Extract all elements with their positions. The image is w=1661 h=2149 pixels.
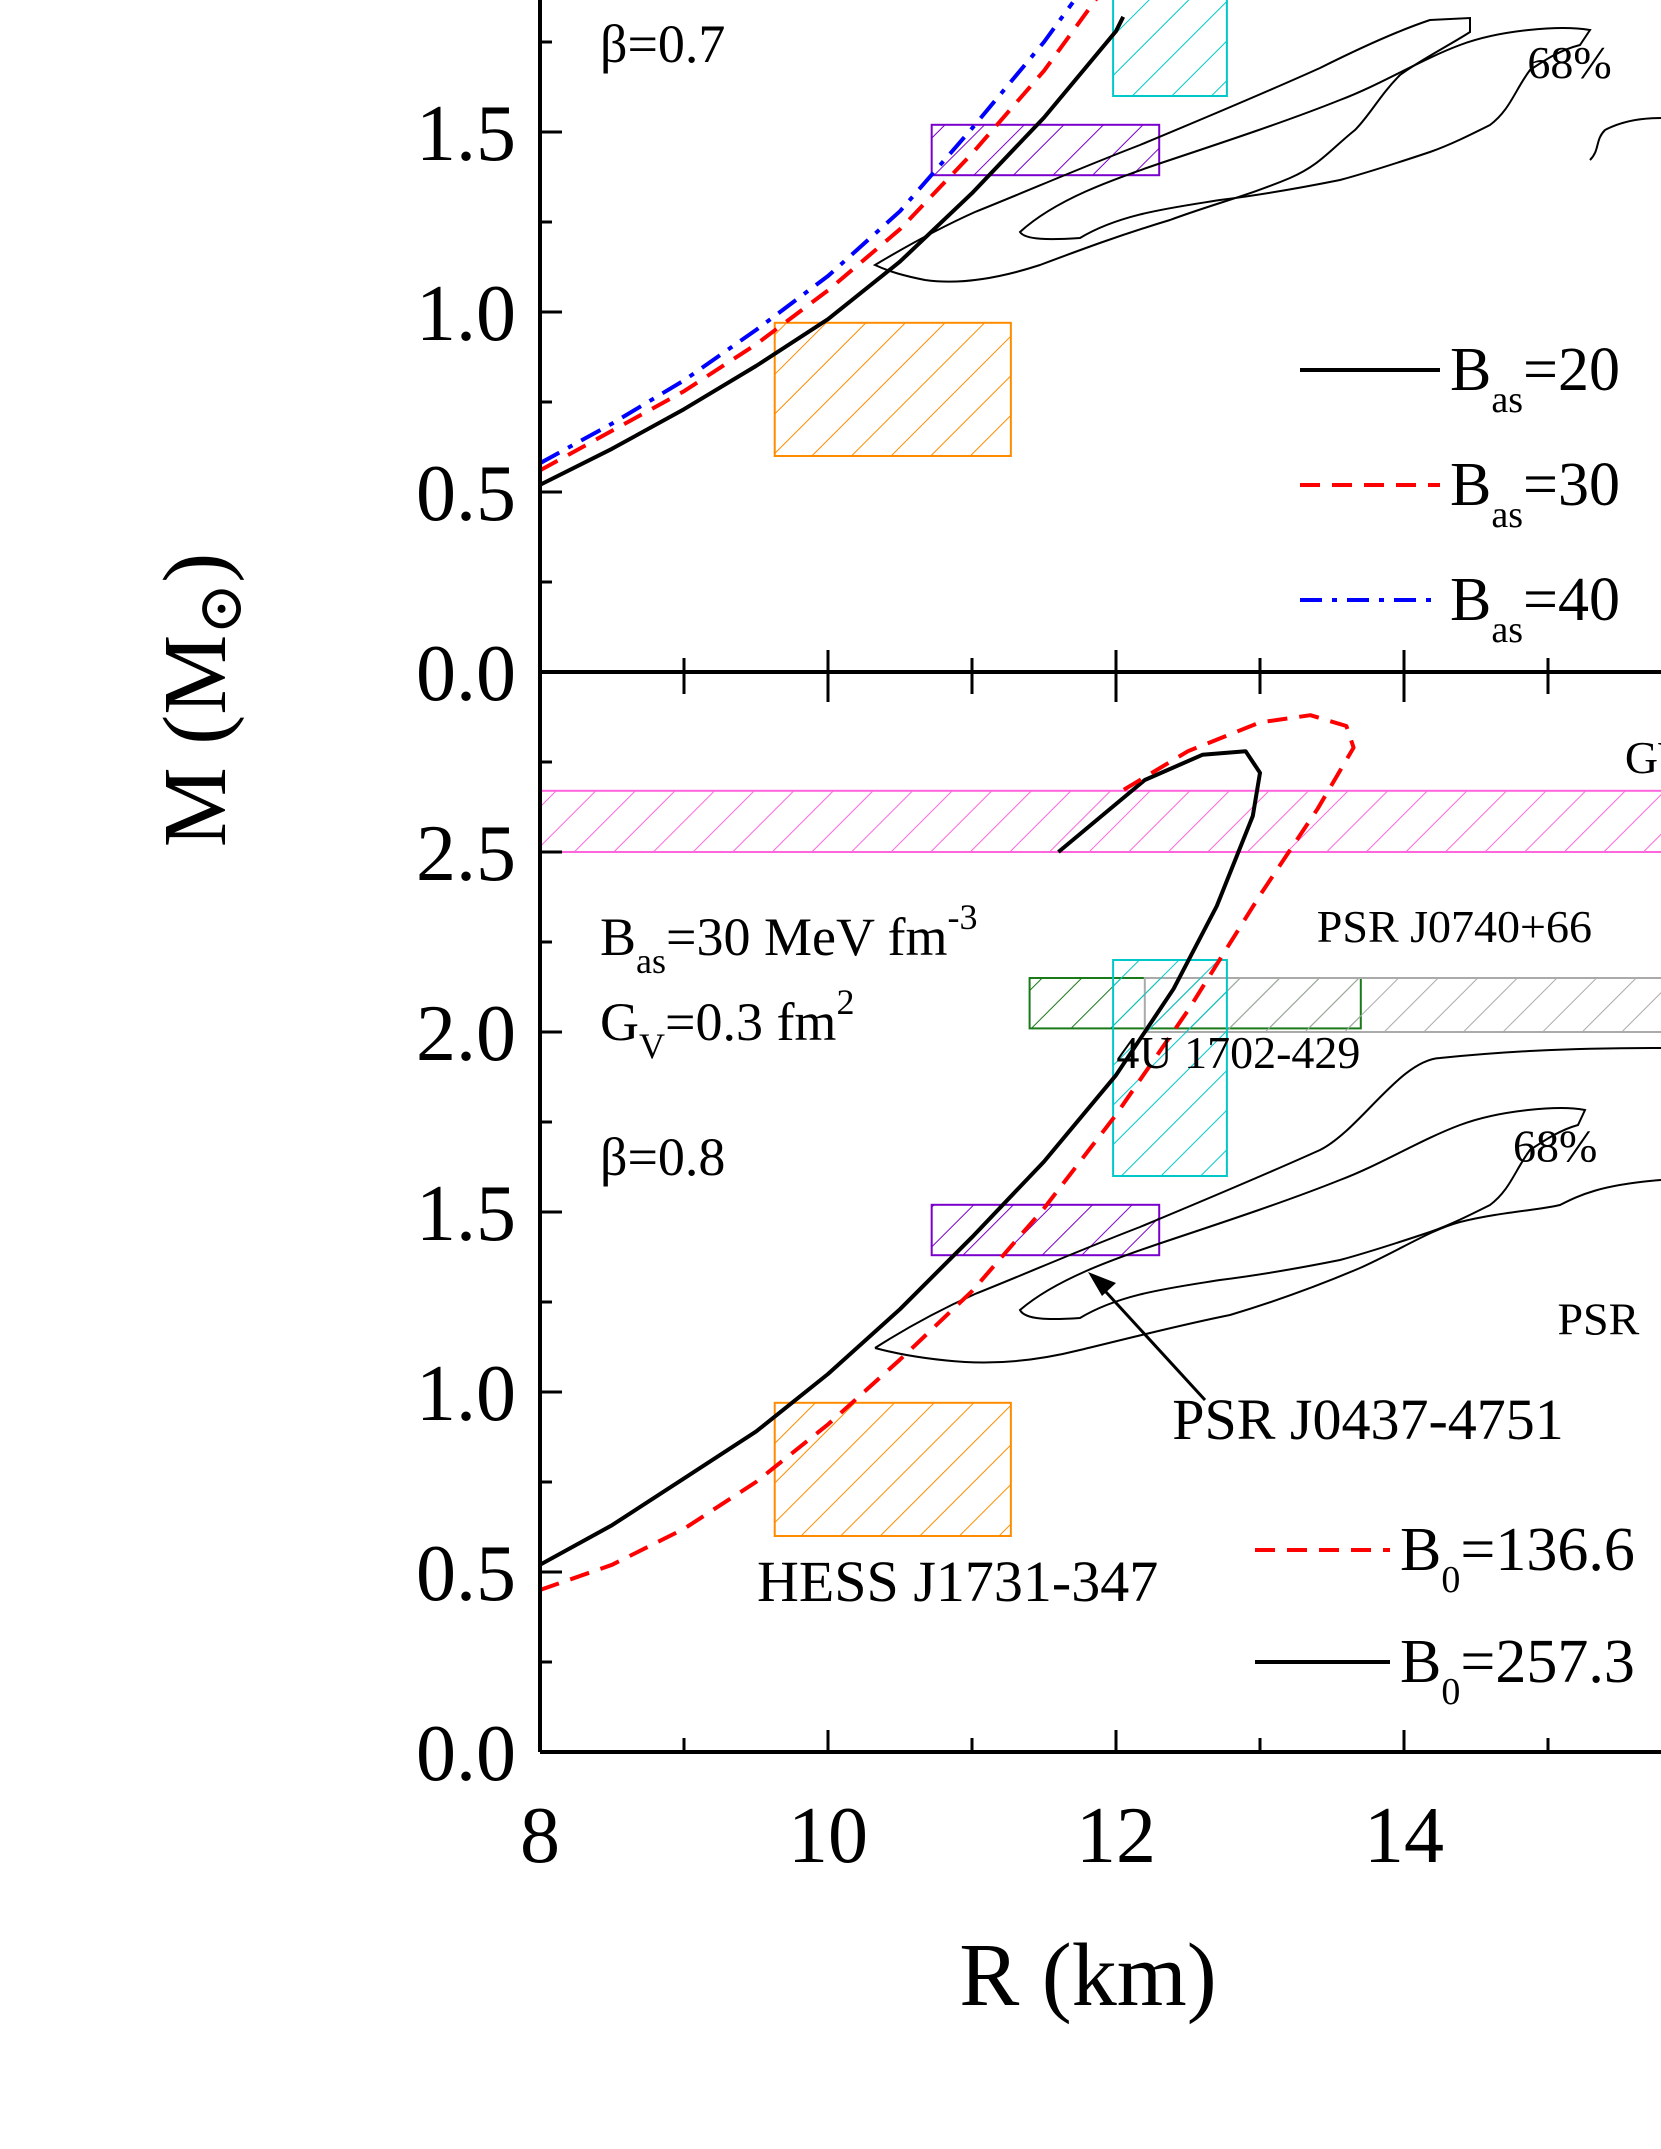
param-text: β=0.8 — [600, 1127, 725, 1187]
series-line-2 — [540, 713, 1356, 1592]
hatched-region — [1143, 977, 1661, 1033]
top-contour-95-outer — [872, 16, 1471, 283]
annotation-label: PSR — [1557, 1293, 1639, 1344]
y-tick-label: 2.0 — [416, 990, 516, 1078]
annotation-label: PSR J0437-4751 — [1172, 1387, 1564, 1452]
top-labels: 68% — [1527, 37, 1611, 88]
series-line-2 — [540, 0, 1098, 473]
annotation-label: 68% — [1527, 37, 1611, 88]
y-tick-label: 1.5 — [416, 1170, 516, 1258]
bottom-axes: 0.0 0.5 1.0 1.5 2.0 2.5 8 10 12 14 — [416, 672, 1661, 1880]
y-tick-label: 0.0 — [416, 630, 516, 718]
param-text: β=0.7 — [600, 14, 725, 74]
y-tick-label: 0.5 — [416, 1530, 516, 1618]
legend-label: B0=136.6 — [1400, 1516, 1635, 1601]
series-line-3 — [540, 1, 1075, 465]
x-axis-label: R (km) — [959, 1926, 1216, 2025]
y-axis-label-close: ) — [146, 553, 245, 583]
hatched-region — [930, 123, 1161, 177]
param-text: Bas=30 MeV fm-3 — [600, 897, 977, 981]
top-curves — [540, 0, 1125, 487]
hatched-region — [540, 789, 1661, 853]
top-axes: 0.0 0.5 1.0 1.5 — [416, 0, 1661, 718]
top-contour-95-lower-right — [1589, 117, 1661, 161]
legend-label: Bas=40 — [1450, 566, 1620, 651]
bottom-labels: GW PSR J0740+66 4U 1702-429 68% PSR PSR J0437… — [757, 732, 1661, 1614]
y-tick-label: 2.5 — [416, 810, 516, 898]
legend-label: Bas=20 — [1450, 336, 1620, 421]
y-tick-label: 1.5 — [416, 90, 516, 178]
legend-label: Bas=30 — [1450, 451, 1620, 536]
series-line-1 — [540, 749, 1262, 1567]
bottom-contour-95-outer — [874, 1047, 1661, 1349]
x-tick-label: 8 — [520, 1792, 560, 1880]
panel-bottom: 0.0 0.5 1.0 1.5 2.0 2.5 8 10 12 14 Bas=30 MeV fm-… — [416, 672, 1661, 1880]
annotation-label: 68% — [1513, 1121, 1597, 1172]
y-axis-label-main: M (M — [146, 635, 245, 848]
hatched-region — [930, 1203, 1161, 1257]
bottom-contour-68-inner — [1018, 1107, 1587, 1321]
bottom-hatched-regions — [540, 789, 1661, 1538]
x-tick-label: 12 — [1076, 1792, 1156, 1880]
y-tick-label: 0.5 — [416, 450, 516, 538]
bottom-legend: B0=136.6B0=257.3 — [1255, 1516, 1635, 1713]
y-axis-label-sun-symbol: ⊙ — [187, 583, 255, 635]
y-tick-label: 0.0 — [416, 1710, 516, 1798]
annotation-label: HESS J1731-347 — [757, 1549, 1158, 1614]
annotation-label: GW — [1625, 732, 1661, 783]
bottom-params: Bas=30 MeV fm-3GV=0.3 fm2 β=0.8 — [600, 897, 977, 1187]
bottom-curves — [540, 713, 1356, 1592]
x-tick-label: 10 — [788, 1792, 868, 1880]
psr-j0437-arrow-head — [1088, 1272, 1116, 1296]
hatched-region — [773, 321, 1012, 457]
series-line-1 — [540, 15, 1125, 487]
param-text: GV=0.3 fm2 — [600, 982, 854, 1066]
top-contour-68-inner — [1018, 27, 1592, 241]
bottom-contours — [874, 1047, 1661, 1364]
y-axis-label: M (M⊙) — [146, 553, 255, 847]
top-contours — [872, 16, 1661, 283]
hatched-region — [1112, 0, 1228, 97]
annotation-label: 4U 1702-429 — [1116, 1027, 1360, 1078]
hatched-region — [773, 1401, 1012, 1538]
top-hatched-regions — [773, 0, 1228, 457]
psr-j0437-arrow-line — [1093, 1278, 1207, 1402]
bottom-contour-95-lower — [874, 1179, 1661, 1364]
annotation-label: PSR J0740+66 — [1317, 901, 1592, 952]
top-params: β=0.7 — [600, 14, 725, 74]
legend-label: B0=257.3 — [1400, 1628, 1635, 1713]
y-tick-label: 1.0 — [416, 1350, 516, 1438]
y-tick-label: 1.0 — [416, 270, 516, 358]
x-tick-label: 14 — [1364, 1792, 1444, 1880]
psr-j0437-arrow — [1088, 1272, 1207, 1402]
